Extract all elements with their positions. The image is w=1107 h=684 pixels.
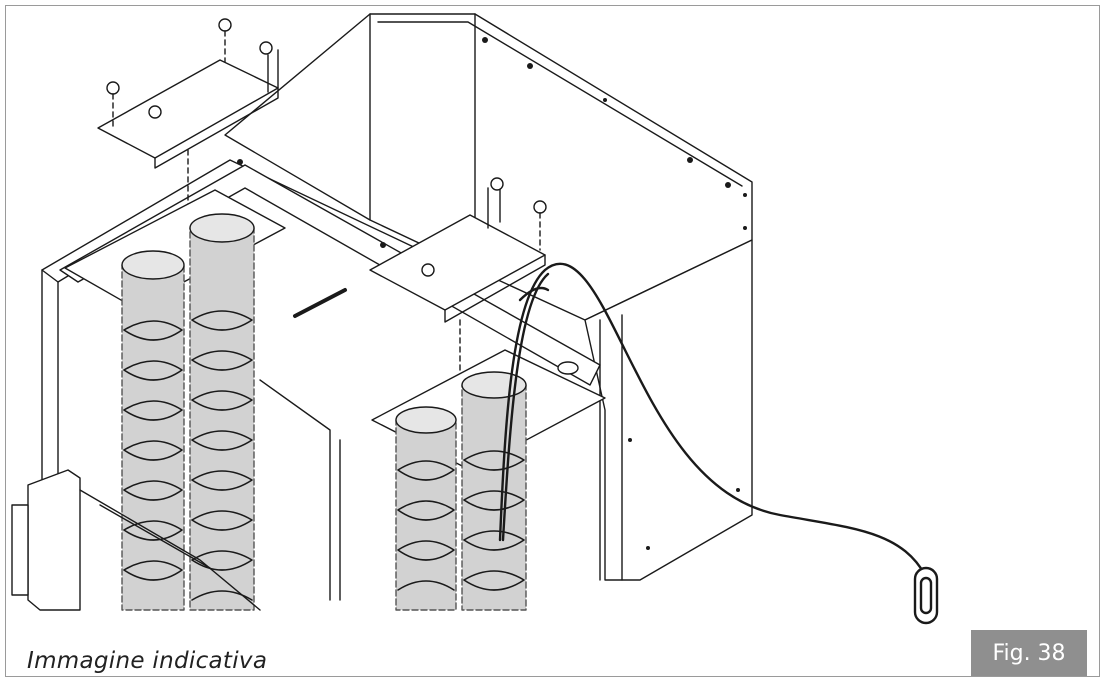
figure-caption: Immagine indicativa <box>27 648 268 674</box>
spiral-column-4 <box>461 371 527 611</box>
cabinet-frame <box>41 13 753 601</box>
bracket-upper-left <box>97 18 279 231</box>
door-hinge <box>11 469 261 611</box>
figure-label-badge: Fig. 38 <box>971 630 1087 676</box>
probe-cable <box>498 262 939 625</box>
spiral-column-2 <box>189 213 255 611</box>
bracket-upper-right <box>369 177 547 381</box>
figure-label: Fig. 38 <box>992 640 1066 666</box>
spiral-column-3 <box>395 406 457 611</box>
spiral-column-1 <box>121 250 185 611</box>
